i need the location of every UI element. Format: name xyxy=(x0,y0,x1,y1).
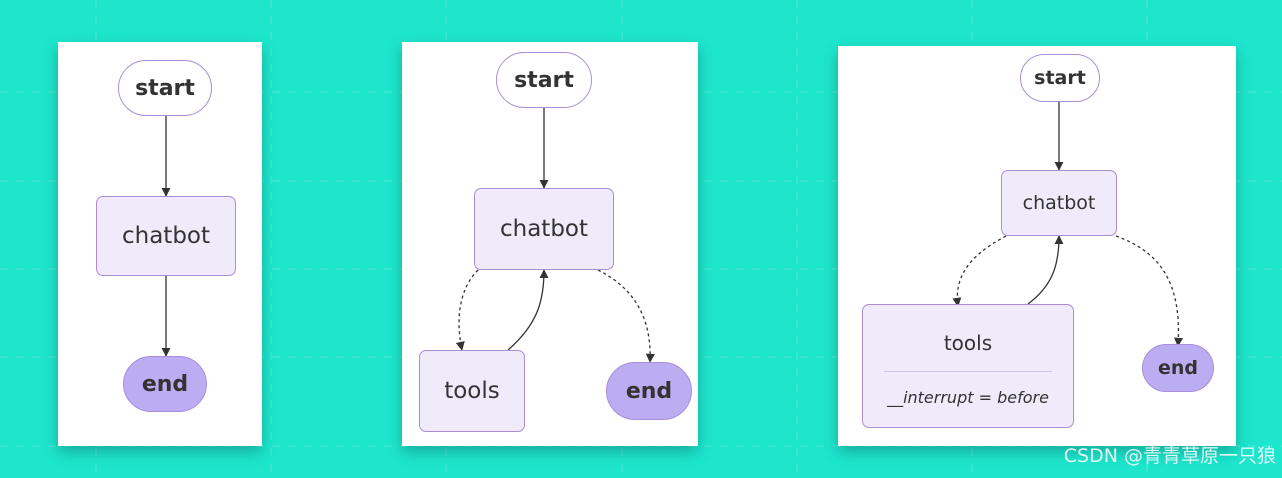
tools-interrupt-label: __interrupt = before xyxy=(887,388,1049,407)
tools-node: tools __interrupt = before xyxy=(862,304,1074,428)
tools-label: tools xyxy=(943,331,993,355)
chatbot-node: chatbot xyxy=(474,188,614,270)
graph-panel-3: start chatbot tools __interrupt = before… xyxy=(838,46,1236,446)
end-label: end xyxy=(1157,357,1198,379)
chatbot-label: chatbot xyxy=(499,216,589,242)
graph-panel-1: start chatbot end xyxy=(58,42,262,446)
start-node: start xyxy=(1020,54,1100,102)
tools-label: tools xyxy=(444,378,500,404)
tools-separator xyxy=(884,371,1052,372)
watermark: CSDN @青青草原一只狼 xyxy=(1063,445,1276,467)
graph2-edges xyxy=(455,108,655,363)
end-label: end xyxy=(625,378,673,404)
graph1-edges xyxy=(161,116,171,357)
start-node: start xyxy=(118,60,212,116)
start-label: start xyxy=(514,67,574,93)
start-label: start xyxy=(1034,67,1086,89)
end-label: end xyxy=(141,371,189,397)
chatbot-label: chatbot xyxy=(121,223,211,249)
graph3-edges xyxy=(952,102,1184,347)
chatbot-label: chatbot xyxy=(1022,192,1096,214)
chatbot-node: chatbot xyxy=(96,196,236,276)
chatbot-node: chatbot xyxy=(1001,170,1117,236)
start-node: start xyxy=(496,52,592,108)
tools-node: tools xyxy=(419,350,525,432)
graph-panel-2: start chatbot tools end xyxy=(402,42,698,446)
end-node: end xyxy=(606,362,692,420)
end-node: end xyxy=(1142,344,1214,392)
start-label: start xyxy=(135,75,195,101)
end-node: end xyxy=(123,356,207,412)
